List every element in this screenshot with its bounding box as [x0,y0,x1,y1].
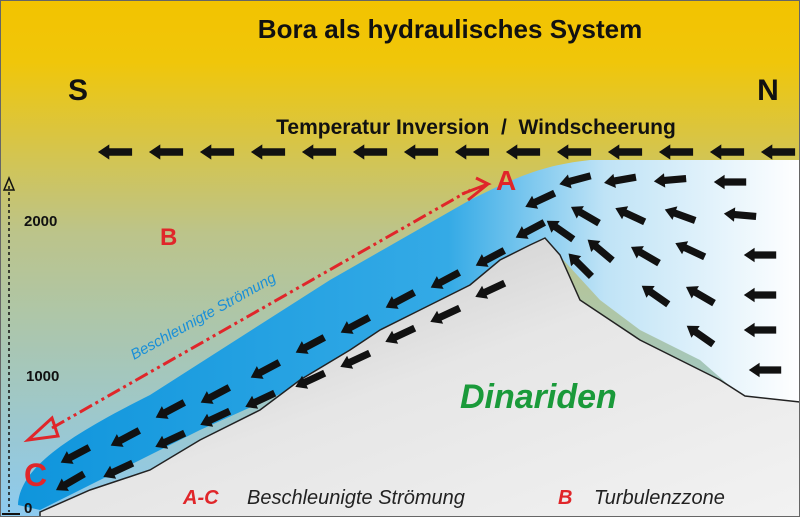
wind-arrow-icon [723,207,757,222]
point-b: B [160,224,177,251]
wind-arrow-icon [760,144,796,160]
wind-arrow-icon [607,144,643,160]
wind-arrow-icon [97,144,133,160]
point-c: C [24,457,47,493]
altitude-axis [2,176,20,515]
wind-arrow-icon [630,246,661,267]
legend-ac-key: A-C [182,487,219,509]
wind-arrow-icon [675,241,707,261]
wind-arrow-icon [200,407,232,427]
wind-arrow-icon [60,444,91,464]
wind-arrow-icon [686,325,716,348]
wind-arrow-icon [340,349,372,369]
wind-arrow-icon [475,279,507,299]
legend-ac-text: Beschleunigte Strömung [247,487,465,509]
wind-arrow-icon [641,285,671,308]
wind-arrow-icon [743,322,777,338]
wind-arrow-icon [454,144,490,160]
wind-arrow-icon [340,314,371,334]
wind-arrow-icon [653,173,687,188]
wind-arrow-icon [295,334,326,354]
wind-arrow-icon [615,206,647,226]
wind-arrow-icon [658,144,694,160]
wind-arrow-icon [352,144,388,160]
tick-0: 0 [24,500,32,517]
tick-2000: 2000 [24,213,57,230]
path-start-tail-icon [461,176,492,202]
wind-arrow-icon [505,144,541,160]
wind-arrow-icon [748,362,782,378]
legend-b-key: B [558,487,572,509]
wind-arrow-icon [200,384,231,404]
wind-arrow-icon [155,429,187,449]
wind-arrow-icon [743,247,777,263]
wind-arrow-icon [709,144,745,160]
legend-b-text: Turbulenzzone [594,487,725,509]
path-end-arrow-icon [23,415,60,443]
wind-arrow-icon [403,144,439,160]
wind-arrow-icon [430,304,462,324]
wind-arrow-icon [525,189,557,209]
wind-arrow-icon [587,239,615,264]
wind-arrow-icon [55,470,86,491]
wind-arrow-icon [430,269,461,289]
wind-arrow-icon [570,206,601,227]
wind-arrow-icon [385,324,417,344]
wind-arrow-icon [568,253,595,280]
mountain-dinariden [39,237,800,517]
mountain-label: Dinariden [460,378,617,416]
wind-arrow-icon [250,359,281,379]
wind-arrow-icon [475,247,506,267]
wind-arrow-icon [515,219,546,239]
wind-arrow-icon [559,172,592,189]
wind-arrow-icon [103,459,135,479]
wind-arrow-icon [743,287,777,303]
wind-arrow-icon [295,369,327,389]
wind-arrow-icon [199,144,235,160]
wind-arrow-icon [245,389,277,409]
wind-arrow-icon [685,286,716,307]
axis-arrow-icon [2,176,16,191]
bora-flow-arrows [55,172,782,491]
wind-arrow-icon [604,173,637,189]
wind-arrow-icon [148,144,184,160]
north-label: N [757,74,779,107]
upper-wind-arrows [97,144,796,160]
wind-arrow-icon [110,427,141,447]
wind-arrow-icon [301,144,337,160]
wind-arrow-icon [385,289,416,309]
south-label: S [68,74,88,107]
tick-1000: 1000 [26,368,59,385]
inversion-label: Temperatur Inversion / Windscheerung [276,116,676,139]
wind-arrow-icon [250,144,286,160]
wind-arrow-icon [664,206,697,224]
legend: A-C Beschleunigte Strömung B Turbulenzzo… [182,487,725,509]
point-a: A [496,165,516,196]
diagram-title: Bora als hydraulisches System [258,14,642,44]
acceleration-path [23,176,492,443]
wind-arrow-icon [556,144,592,160]
wind-arrow-icon [155,399,186,419]
wind-arrow-icon [546,220,576,243]
